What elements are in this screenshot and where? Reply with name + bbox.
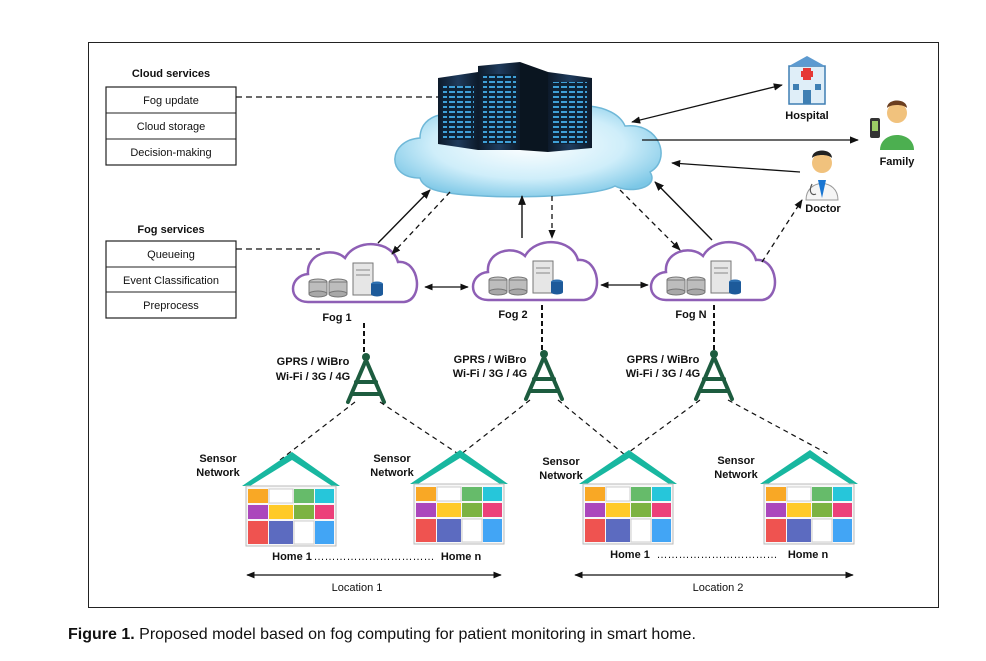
home-last-label: Home n: [788, 549, 829, 561]
sensor-label: Network: [539, 470, 583, 482]
cell-tower-icon: [346, 353, 386, 404]
network-label-1: GPRS / WiBro: [627, 354, 700, 366]
home-dots: ……………………………: [657, 549, 778, 561]
sensor-label: Network: [714, 469, 758, 481]
cloud-services-title: Cloud services: [132, 68, 210, 80]
smart-home-icon: [409, 449, 509, 545]
cloud-service-item: Fog update: [143, 95, 199, 107]
home-first-label: Home 1: [610, 549, 650, 561]
sensor-label: Sensor: [542, 456, 580, 468]
fog-services-title: Fog services: [137, 224, 204, 236]
smart-home-icon: [759, 449, 859, 545]
doctor-cloud-arrow: [671, 159, 801, 173]
fog-node-n: [649, 241, 777, 302]
cell-tower-icon: [694, 350, 734, 401]
fog-service-item: Event Classification: [123, 275, 219, 287]
fog-node-label: Fog 1: [322, 312, 351, 324]
fog-service-item: Preprocess: [143, 300, 199, 312]
fog-node-label: Fog 2: [498, 309, 527, 321]
server-icon: [710, 260, 732, 294]
server-icon: [532, 260, 554, 294]
network-label-2: Wi-Fi / 3G / 4G: [276, 371, 350, 383]
figure-caption: Figure 1. Proposed model based on fog co…: [68, 626, 696, 644]
hospital-label: Hospital: [785, 110, 828, 122]
sensor-label: Sensor: [199, 453, 237, 465]
hospital-icon: [788, 56, 826, 105]
figure-frame: [88, 42, 939, 608]
doctor-icon: [805, 150, 839, 201]
fog1-to-cloud-arrow: [377, 189, 431, 244]
sensor-label: Sensor: [717, 455, 755, 467]
cell-tower-icon: [524, 350, 564, 401]
network-label-2: Wi-Fi / 3G / 4G: [453, 368, 527, 380]
fog-node-label: Fog N: [675, 309, 706, 321]
doctor-label: Doctor: [805, 203, 841, 215]
sensor-label: Network: [370, 467, 414, 479]
sensor-label: Sensor: [373, 453, 411, 465]
caption-text: Proposed model based on fog computing fo…: [139, 626, 696, 643]
smart-home-icon: [578, 449, 678, 545]
fogn-to-cloud-arrow: [654, 181, 713, 241]
fog-node-2: [471, 241, 599, 302]
tower-home-links: [279, 399, 831, 461]
sensor-label: Network: [196, 467, 240, 479]
smart-home-icon: [242, 452, 340, 547]
network-label-1: GPRS / WiBro: [454, 354, 527, 366]
home-dots: ……………………………: [314, 551, 435, 563]
network-label-1: GPRS / WiBro: [277, 356, 350, 368]
network-label-2: Wi-Fi / 3G / 4G: [626, 368, 700, 380]
database-icon: [666, 276, 706, 296]
database-icon: [308, 278, 348, 298]
location-label: Location 1: [332, 582, 383, 594]
family-icon: [870, 100, 914, 150]
home-first-label: Home 1: [272, 551, 312, 563]
database-icon: [488, 276, 528, 296]
fog-node-1: [291, 243, 419, 304]
fogn-doctor-arrow: [761, 199, 803, 263]
cloud-service-item: Decision-making: [130, 147, 211, 159]
server-icon: [352, 262, 374, 296]
fog-services-panel: Fog services Queueing Event Classificati…: [105, 224, 237, 319]
caption-label: Figure 1.: [68, 626, 135, 643]
cloud-service-item: Cloud storage: [137, 121, 206, 133]
cloud-services-panel: Cloud services Fog update Cloud storage …: [105, 68, 237, 166]
family-label: Family: [880, 156, 916, 168]
cloud-hospital-arrow: [631, 83, 783, 124]
cloud-to-fog1-arrow: [391, 191, 451, 255]
fog-service-item: Queueing: [147, 249, 195, 261]
home-last-label: Home n: [441, 551, 482, 563]
location-label: Location 2: [693, 582, 744, 594]
cloud-servers-icon: [438, 62, 592, 152]
